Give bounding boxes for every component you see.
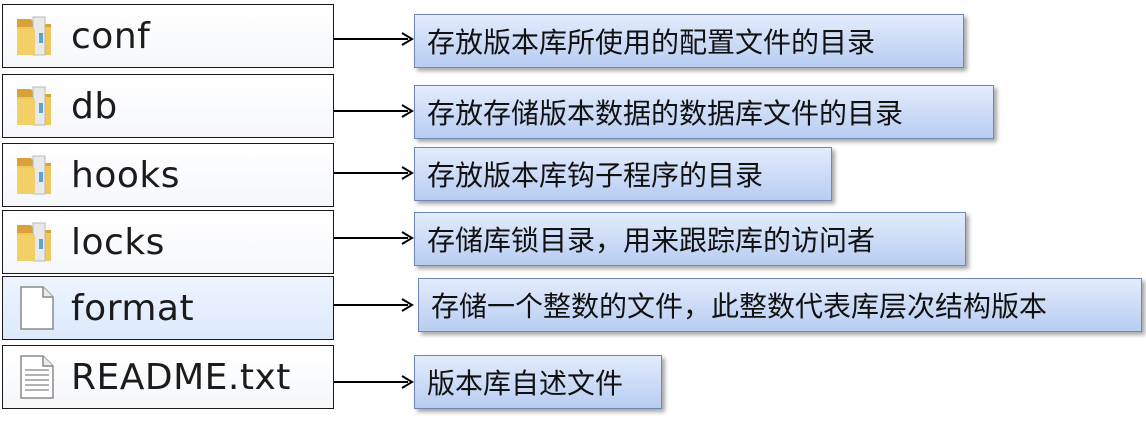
arrow-icon [334,231,414,245]
entry-name: hooks [71,154,180,196]
folder-icon [17,16,51,56]
arrow-icon [334,104,414,118]
arrow-icon [334,298,414,312]
description-text: 版本库自述文件 [427,367,624,400]
entry-name: db [71,85,118,127]
arrow-icon [334,32,414,46]
entry-name: format [71,287,195,329]
description-text: 存放存储版本数据的数据库文件的目录 [427,97,904,130]
description-text: 存储库锁目录，用来跟踪库的访问者 [427,224,876,257]
description-box: 存放版本库钩子程序的目录 [414,147,832,201]
file-entry-format[interactable]: format [2,276,334,340]
description-text: 存储一个整数的文件，此整数代表库层次结构版本 [431,290,1048,323]
folder-icon [17,222,51,262]
description-box: 版本库自述文件 [414,355,662,409]
description-box: 存放版本库所使用的配置文件的目录 [414,14,964,68]
description-box: 存储一个整数的文件，此整数代表库层次结构版本 [418,278,1142,332]
folder-icon [17,155,51,195]
description-text: 存放版本库钩子程序的目录 [427,159,764,192]
folder-icon [17,86,51,126]
blank-file-icon [20,286,54,330]
arrow-icon [334,375,414,389]
description-box: 存放存储版本数据的数据库文件的目录 [414,85,994,139]
file-entry-readme[interactable]: README.txt [2,345,334,409]
description-box: 存储库锁目录，用来跟踪库的访问者 [414,212,966,266]
entry-name: conf [71,15,151,57]
description-text: 存放版本库所使用的配置文件的目录 [427,26,876,59]
file-entry-conf[interactable]: conf [2,4,334,68]
file-entry-locks[interactable]: locks [2,210,334,274]
file-entry-db[interactable]: db [2,74,334,138]
entry-name: locks [71,221,165,263]
entry-name: README.txt [71,356,291,398]
file-entry-hooks[interactable]: hooks [2,143,334,207]
text-file-icon [20,355,54,399]
arrow-icon [334,166,414,180]
